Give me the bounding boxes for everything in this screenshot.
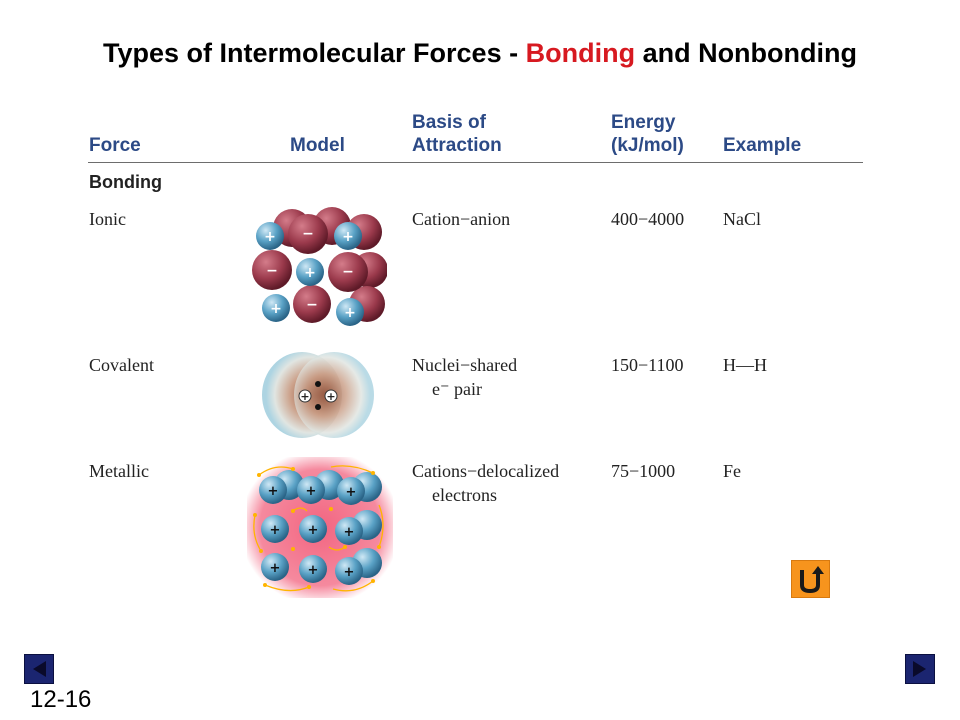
row-covalent-basis: Nuclei−shared e⁻ pair <box>412 353 517 401</box>
title-part1: Types of Intermolecular Forces - <box>102 38 526 68</box>
svg-text:+: + <box>270 523 281 538</box>
header-basis: Basis of Attraction <box>412 111 502 157</box>
header-force: Force <box>89 135 141 156</box>
header-energy: Energy (kJ/mol) <box>611 111 684 157</box>
row-metallic-force: Metallic <box>89 461 149 481</box>
svg-text:+: + <box>308 563 319 578</box>
slide-number: 12-16 <box>30 686 92 713</box>
header-energy-line2: (kJ/mol) <box>611 135 684 156</box>
return-arrow-icon <box>800 566 824 594</box>
svg-text:−: − <box>302 226 314 242</box>
previous-slide-button[interactable] <box>24 654 54 684</box>
svg-text:+: + <box>268 484 279 499</box>
row-metallic-basis-line1: Cations−delocalized <box>412 461 560 481</box>
header-model: Model <box>290 135 345 156</box>
header-energy-line1: Energy <box>611 112 676 133</box>
svg-text:+: + <box>304 265 316 281</box>
row-metallic-example: Fe <box>723 461 741 481</box>
svg-text:+: + <box>308 523 319 538</box>
row-covalent-energy: 150−1100 <box>611 355 684 375</box>
covalent-bond-icon: + + <box>262 352 374 438</box>
previous-slide-icon <box>33 661 46 677</box>
row-metallic-energy: 75−1000 <box>611 461 676 481</box>
next-slide-icon <box>913 661 926 677</box>
svg-text:+: + <box>264 229 276 245</box>
row-covalent-basis-line2: e⁻ pair <box>432 379 482 399</box>
svg-text:−: − <box>306 297 318 313</box>
row-metallic-basis-line2: electrons <box>432 485 497 505</box>
row-ionic-force: Ionic <box>89 209 126 229</box>
svg-text:+: + <box>326 390 335 403</box>
svg-text:+: + <box>342 229 354 245</box>
row-metallic-basis: Cations−delocalized electrons <box>412 459 559 507</box>
page-title: Types of Intermolecular Forces - Bonding… <box>0 38 960 69</box>
header-example: Example <box>723 135 802 156</box>
svg-text:−: − <box>266 263 278 279</box>
title-highlight: Bonding <box>525 38 636 68</box>
row-ionic-example: NaCl <box>723 209 761 229</box>
svg-text:+: + <box>344 565 355 580</box>
ionic-lattice-icon: + − + − + − + − + <box>252 207 387 326</box>
svg-text:+: + <box>344 525 355 540</box>
svg-text:+: + <box>346 485 357 500</box>
row-covalent-basis-line1: Nuclei−shared <box>412 355 518 375</box>
header-divider <box>88 162 863 163</box>
next-slide-button[interactable] <box>905 654 935 684</box>
header-basis-line2: Attraction <box>412 135 502 156</box>
return-button[interactable] <box>791 560 830 598</box>
svg-text:+: + <box>306 484 317 499</box>
row-ionic-energy: 400−4000 <box>611 209 685 229</box>
svg-text:+: + <box>344 305 356 321</box>
svg-text:+: + <box>270 561 281 576</box>
section-heading-bonding: Bonding <box>89 172 162 192</box>
row-ionic-basis: Cation−anion <box>412 209 511 229</box>
svg-text:−: − <box>342 264 354 280</box>
title-part2: and Nonbonding <box>635 38 858 68</box>
row-covalent-force: Covalent <box>89 355 154 375</box>
row-covalent-example: H—H <box>723 355 767 375</box>
svg-text:+: + <box>300 390 309 403</box>
svg-text:+: + <box>270 301 282 317</box>
metallic-lattice-icon: + + + + + + + + + <box>247 457 393 598</box>
header-basis-line1: Basis of <box>412 112 486 133</box>
